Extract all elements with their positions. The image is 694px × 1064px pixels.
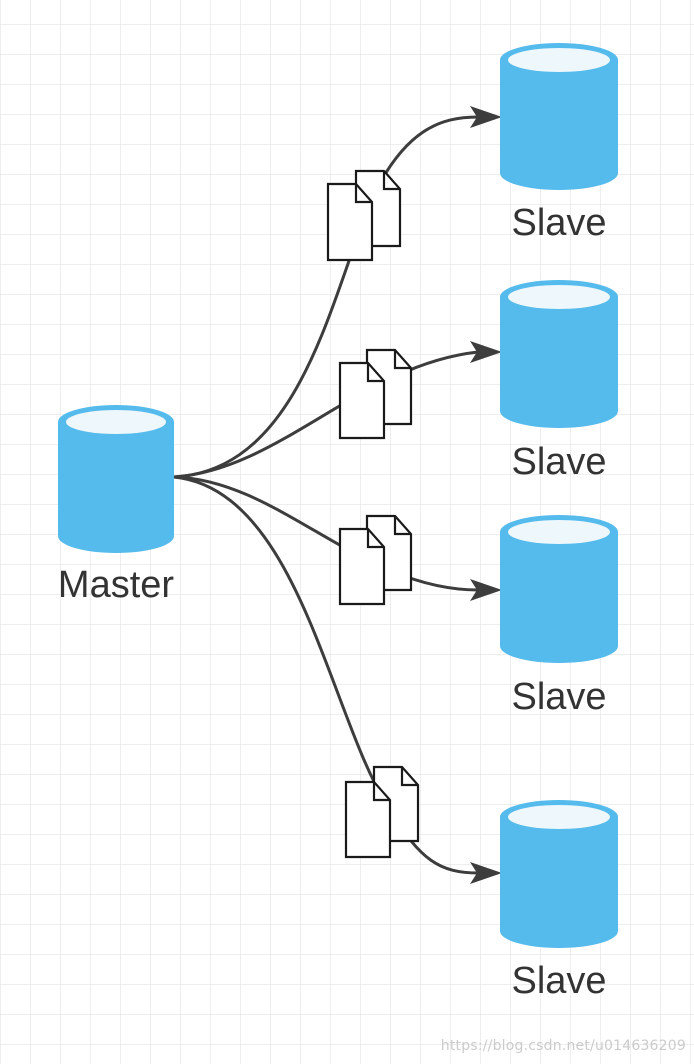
arrowhead-icon-1 [470, 106, 502, 128]
slave-2-cylinder-icon [500, 280, 618, 428]
arrowhead-icon-4 [470, 862, 502, 884]
connector-slave-4 [173, 475, 479, 875]
slave-database-1[interactable]: Slave [500, 43, 618, 244]
document-front-icon [344, 780, 392, 859]
documents-icon-4 [344, 765, 420, 859]
slave-database-3[interactable]: Slave [500, 515, 618, 718]
slave-database-4[interactable]: Slave [500, 800, 618, 1002]
connector-slave-3 [173, 475, 479, 592]
master-cylinder-icon [58, 405, 174, 553]
slave-3-label: Slave [511, 676, 606, 718]
arrowhead-icon-2 [470, 341, 502, 363]
documents-icon-2 [338, 348, 413, 440]
arrowhead-icon-3 [470, 579, 502, 601]
connector-slave-2 [173, 350, 479, 479]
slave-4-cylinder-icon [500, 800, 618, 948]
master-database[interactable]: Master [58, 405, 174, 606]
transfer-documents [326, 169, 420, 859]
documents-icon-1 [326, 169, 402, 262]
slave-4-label: Slave [511, 960, 606, 1002]
watermark-url: https://blog.csdn.net/u014636209 [440, 1038, 686, 1054]
document-front-icon [326, 182, 374, 262]
document-front-icon [338, 361, 386, 440]
slave-database-2[interactable]: Slave [500, 280, 618, 483]
slave-1-label: Slave [511, 202, 606, 244]
slave-2-label: Slave [511, 441, 606, 483]
master-label: Master [58, 564, 174, 606]
slave-3-cylinder-icon [500, 515, 618, 663]
slave-1-cylinder-icon [500, 43, 618, 190]
arrowheads [470, 106, 502, 884]
documents-icon-3 [338, 514, 413, 606]
document-front-icon [338, 527, 386, 606]
